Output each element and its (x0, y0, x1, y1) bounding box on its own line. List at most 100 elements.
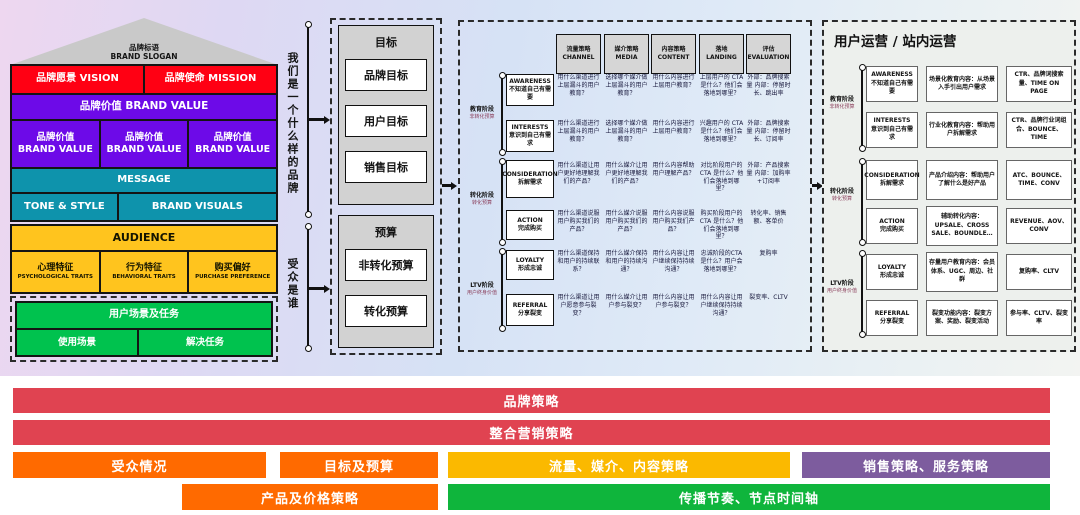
col-landing-cn: 落地 (715, 45, 728, 53)
cell-interests-media: 选择哪个媒介做上层漏斗的用户教育？ (605, 120, 648, 143)
bar-integrated-marketing: 整合营销策略 (13, 420, 1050, 445)
group-ltv-main: LTV阶段 (470, 282, 494, 289)
ops-bracket-ltv-dot-top (859, 250, 866, 257)
bracket-conversion-dot-bottom (499, 239, 506, 246)
bar-brand-strategy: 品牌策略 (13, 388, 1050, 413)
ops-content-referral: 裂变功能内容：裂变方案、奖励、裂变活动 (926, 300, 998, 336)
col-landing-en: LANDING (706, 54, 737, 61)
brand-house-core: 品牌愿景 VISION 品牌使命 MISSION 品牌价值 BRAND VALU… (10, 64, 278, 222)
trait-3-cn: 购买偏好 (214, 262, 251, 273)
ops-loyalty-en: LOYALTY (877, 263, 907, 271)
col-media-en: MEDIA (615, 54, 638, 61)
stage-interests-en: INTERESTS (511, 123, 549, 131)
group-label-conversion: 转化阶段 转化预算 (462, 190, 502, 206)
stage-referral-en: REFERRAL (512, 301, 548, 309)
ops-stage-awareness: AWARENESS 不知道自己有需要 (866, 66, 918, 102)
budget-conversion: 转化预算 (345, 295, 427, 327)
group-education-main: 教育阶段 (469, 106, 494, 113)
brand-slogan-en: BRAND SLOGAN (110, 52, 178, 62)
cell-awareness-content: 用什么内容进行上层用户教育？ (652, 74, 695, 89)
audience-block: AUDIENCE 心理特征 PSYCHOLOGICAL TRAITS 行为特征 … (10, 224, 278, 294)
trait-cell-psychological: 心理特征 PSYCHOLOGICAL TRAITS (12, 252, 99, 292)
ops-group-education: 教育阶段 非转化预算 (824, 94, 860, 110)
ops-consideration-en: CONSIDERATION (864, 171, 920, 179)
ops-metrics-consideration: ATC、BOUNCE、TIME、CONV (1006, 160, 1072, 200)
cell-awareness-media: 选择哪个媒介做上层漏斗的用户教育？ (605, 74, 648, 97)
bar-product-pricing: 产品及价格策略 (182, 484, 438, 510)
cell-loyalty-content: 用什么内容让用户继续保持持续沟通？ (652, 250, 695, 273)
ops-stage-action: ACTION 完成购买 (866, 208, 918, 244)
ops-group-ltv-main: LTV阶段 (830, 280, 854, 287)
bracket-education (501, 76, 503, 152)
cell-awareness-evaluation: 外部：品牌搜索量 内部：停留时长、跳出率 (746, 74, 791, 97)
brand-value-1-cn: 品牌价值 (36, 132, 75, 144)
ops-content-action: 辅助转化内容：UPSALE、CROSS SALE、BOUNDLE… (926, 206, 998, 246)
ops-group-conversion: 转化阶段 转化预算 (824, 186, 860, 202)
bar-traffic-media-content: 流量、媒介、内容策略 (448, 452, 790, 478)
budget-title: 预算 (375, 226, 397, 239)
ops-bracket-ltv-dot-bottom (859, 331, 866, 338)
ops-interests-cn: 意识到自己有需求 (870, 125, 913, 142)
ops-content-consideration: 产品介绍内容：帮助用户了解什么是好产品 (926, 160, 998, 200)
col-evaluation-en: EVALUATION (747, 54, 790, 61)
ops-panel: 用户运营 / 站内运营 教育阶段 非转化预算 转化阶段 转化预算 LTV阶段 用… (822, 20, 1076, 352)
funnel-to-ops-arrow-line (812, 184, 818, 187)
brand-value-3-cn: 品牌价值 (213, 132, 252, 144)
group-label-education: 教育阶段 非转化预算 (462, 104, 502, 120)
group-conversion-main: 转化阶段 (469, 192, 494, 199)
audience-axis-dot-bottom (305, 345, 312, 352)
goals-title: 目标 (375, 36, 397, 49)
cell-referral-media: 用什么媒介让用户参与裂变？ (605, 294, 648, 309)
goal-sales: 销售目标 (345, 151, 427, 183)
ops-stage-loyalty: LOYALTY 形成忠诚 (866, 254, 918, 290)
brand-value-cell-1: 品牌价值 BRAND VALUE (12, 121, 99, 167)
bracket-ltv-dot-bottom (499, 325, 506, 332)
mission-cell: 品牌使命 MISSION (145, 66, 276, 93)
ops-stage-referral: REFERRAL 分享裂变 (866, 300, 918, 336)
column-header-media: 媒介策略 MEDIA (604, 34, 649, 74)
stage-interests: INTERESTS 意识到自己有需求 (506, 120, 554, 152)
audience-axis-arrow-line (308, 287, 325, 290)
bracket-ltv (501, 252, 503, 328)
bar-sales-service: 销售策略、服务策略 (802, 452, 1050, 478)
stage-referral-cn: 分享裂变 (517, 310, 542, 317)
cell-action-content: 用什么内容说服用户购买我们产品？ (652, 210, 695, 233)
cell-loyalty-evaluation: 复购率 (759, 250, 778, 257)
cell-interests-evaluation: 外部：品牌搜索量 内部：停留时长、订阅率 (746, 120, 791, 143)
cell-referral-evaluation: 裂变率、CLTV (749, 294, 788, 301)
stage-interests-cn: 意识到自己有需求 (508, 131, 551, 148)
cell-action-media: 用什么媒介说服用户购买我们的产品？ (605, 210, 648, 233)
column-header-content: 内容策略 CONTENT (651, 34, 696, 74)
funnel-to-ops-arrowhead (817, 181, 823, 190)
stage-loyalty: LOYALTY 形成忠诚 (506, 250, 554, 280)
ops-referral-cn: 分享裂变 (879, 318, 904, 325)
trait-3-en: PURCHASE PREFERENCE (195, 274, 271, 281)
col-media-cn: 媒介策略 (614, 45, 639, 53)
bracket-education-dot-top (499, 72, 506, 79)
cell-action-channel: 用什么渠道说服用户购买我们的产品？ (557, 210, 600, 233)
brand-value-cell-3: 品牌价值 BRAND VALUE (189, 121, 276, 167)
goal-user: 用户目标 (345, 105, 427, 137)
stage-referral: REFERRAL 分享裂变 (506, 294, 554, 326)
col-channel-cn: 流量策略 (566, 45, 591, 53)
stage-awareness-en: AWARENESS (509, 77, 551, 85)
column-header-evaluation: 评估 EVALUATION (746, 34, 791, 74)
ops-referral-en: REFERRAL (874, 309, 910, 317)
cell-awareness-landing: 上层用户的 CTA 是什么？他们会落地到哪里？ (699, 74, 744, 97)
ops-panel-title: 用户运营 / 站内运营 (834, 34, 957, 50)
ops-bracket-ltv (861, 254, 863, 334)
brand-axis-arrowhead (324, 115, 330, 124)
tone-style-cell: TONE & STYLE (12, 194, 117, 220)
scenario-block: 用户场景及任务 使用场景 解决任务 (10, 296, 278, 362)
col-channel-en: CHANNEL (562, 54, 595, 61)
brand-axis-dot-bottom (305, 211, 312, 218)
cell-interests-channel: 用什么渠道进行上层漏斗的用户教育？ (557, 120, 600, 143)
cell-referral-landing: 用什么内容让用户继续保持持续沟通？ (700, 294, 743, 317)
cell-loyalty-media: 用什么媒介保持和用户的持续沟通？ (605, 250, 648, 273)
stage-action-en: ACTION (517, 216, 543, 224)
trait-cell-behavioral: 行为特征 BEHAVIORAL TRAITS (100, 252, 188, 292)
bar-audience-situation: 受众情况 (13, 452, 266, 478)
cell-consideration-landing: 对比阶段用户的 CTA 是什么？他们会落地到哪里？ (699, 162, 744, 193)
ops-content-loyalty: 存量用户教育内容：会员体系、UGC、周边、社群 (926, 252, 998, 292)
trait-2-en: BEHAVIORAL TRAITS (112, 274, 176, 281)
